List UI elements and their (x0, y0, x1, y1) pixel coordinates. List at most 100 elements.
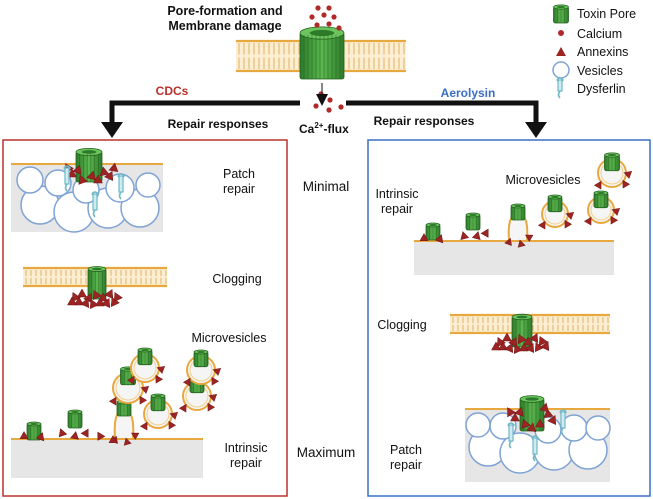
annexin-icon (35, 432, 45, 442)
annexin-icon (93, 174, 103, 184)
vesicle-icon (135, 172, 161, 198)
annexin-icon (92, 290, 102, 301)
toxin-pore-icon (193, 349, 209, 368)
annexin-icon (491, 341, 501, 351)
aero-intrinsic-illustration (414, 152, 633, 275)
aero-clogging-illustration (450, 313, 610, 355)
annexin-icon (510, 412, 520, 422)
annexin-icon (74, 296, 84, 306)
annexin-icon (523, 336, 533, 346)
toxin-pore-icon (553, 4, 569, 24)
annexin-icon (104, 289, 114, 300)
dysferlin-icon (559, 409, 568, 436)
calcium-dot-icon (331, 14, 337, 20)
annexin-icon (58, 428, 68, 438)
annexin-icon (80, 298, 90, 309)
cdc-patch-label-line1: Patch (223, 167, 255, 181)
annexin-icon (623, 170, 633, 179)
calcium-dot-icon (326, 5, 332, 11)
annexin-icon (622, 179, 631, 189)
legend-calcium-icon (558, 30, 564, 36)
aero-patch-label-line1: Patch (390, 443, 422, 457)
annexin-icon (72, 164, 82, 175)
right-repair-label: Repair responses (374, 114, 475, 128)
annexin-icon (525, 343, 535, 354)
cytoplasm (11, 439, 203, 478)
annexin-icon (434, 234, 444, 244)
cdc-panel (2, 139, 288, 497)
toxin-pore-icon (465, 212, 481, 231)
annexin-icon (471, 231, 481, 241)
microvesicle (537, 194, 575, 230)
annexin-icon (70, 431, 79, 440)
left-branch-title: CDCs (156, 84, 189, 98)
header-title-line2: Membrane damage (168, 19, 281, 33)
annexin-icon (86, 170, 96, 181)
header-title-line1: Pore-formation and (167, 4, 282, 18)
toxin-pore-icon (150, 393, 166, 412)
toxin-pore-icon (510, 203, 526, 221)
cdc-clogging-illustration (23, 266, 167, 310)
annexin-icon (502, 332, 512, 342)
annexin-icon (155, 374, 164, 384)
annexin-icon (525, 234, 534, 242)
annexin-icon (80, 428, 89, 438)
annexin-icon (537, 220, 546, 230)
annexin-icon (610, 215, 619, 225)
left-branch-arrow (109, 100, 300, 124)
aero-clogging-label: Clogging (377, 318, 426, 332)
cdc-intrinsic-label-line1: Intrinsic (224, 441, 267, 455)
cdc-microvesicles-label: Microvesicles (191, 331, 266, 345)
annexin-icon (139, 395, 148, 405)
annexin-icon (212, 367, 222, 376)
annexin-icon (113, 292, 123, 303)
toxin-pore-icon (425, 222, 441, 241)
annexin-icon (460, 231, 470, 241)
microvesicle (126, 347, 166, 385)
toxin-pore-icon (67, 409, 83, 429)
right-branch-arrowhead (525, 122, 547, 138)
annexin-icon (126, 375, 135, 385)
calcium-dot-icon (326, 107, 332, 113)
annexin-icon (529, 333, 539, 344)
left-repair-label: Repair responses (168, 117, 269, 131)
cdc-patch-repair-illustration (11, 147, 163, 233)
annexin-icon (67, 168, 77, 178)
calcium-dot-icon (313, 103, 319, 109)
toxin-pore-icon (593, 190, 609, 209)
annexin-icon (564, 219, 573, 229)
annexin-icon (104, 171, 114, 182)
annexin-icon (593, 180, 602, 190)
calcium-dot-icon (314, 22, 320, 28)
microvesicle (139, 393, 179, 431)
dysferlin-icon (531, 435, 540, 462)
microvesicle (182, 349, 222, 387)
toxin-pore-icon (604, 152, 620, 172)
annexin-icon (504, 237, 512, 246)
annexin-icon (543, 408, 554, 419)
annexin-icon (108, 434, 118, 443)
left-branch-arrowhead (101, 122, 123, 138)
legend-dysferlin-label: Dysferlin (577, 82, 626, 96)
aerolysin-panel (367, 139, 651, 497)
toxin-pore-icon (299, 26, 345, 80)
legend-calcium-label: Calcium (577, 27, 622, 41)
annexin-icon (535, 418, 545, 428)
annexin-icon (517, 334, 527, 345)
annexin-icon (78, 174, 88, 185)
aero-patch-label-line2: repair (390, 458, 422, 472)
annexin-icon (67, 296, 77, 306)
annexin-icon (583, 216, 592, 226)
vesicle-icon (585, 415, 611, 441)
dysferlin-icon (556, 77, 565, 99)
annexin-icon (419, 232, 429, 241)
annexin-icon (480, 228, 489, 238)
annexin-icon (526, 422, 537, 433)
cdc-intrinsic-label-line2: repair (230, 456, 262, 470)
annexin-icon (534, 342, 544, 353)
calcium-dot-icon (315, 5, 321, 11)
annexin-icon (513, 344, 523, 355)
annexin-icon (131, 432, 140, 440)
annexin-icon (208, 393, 218, 402)
